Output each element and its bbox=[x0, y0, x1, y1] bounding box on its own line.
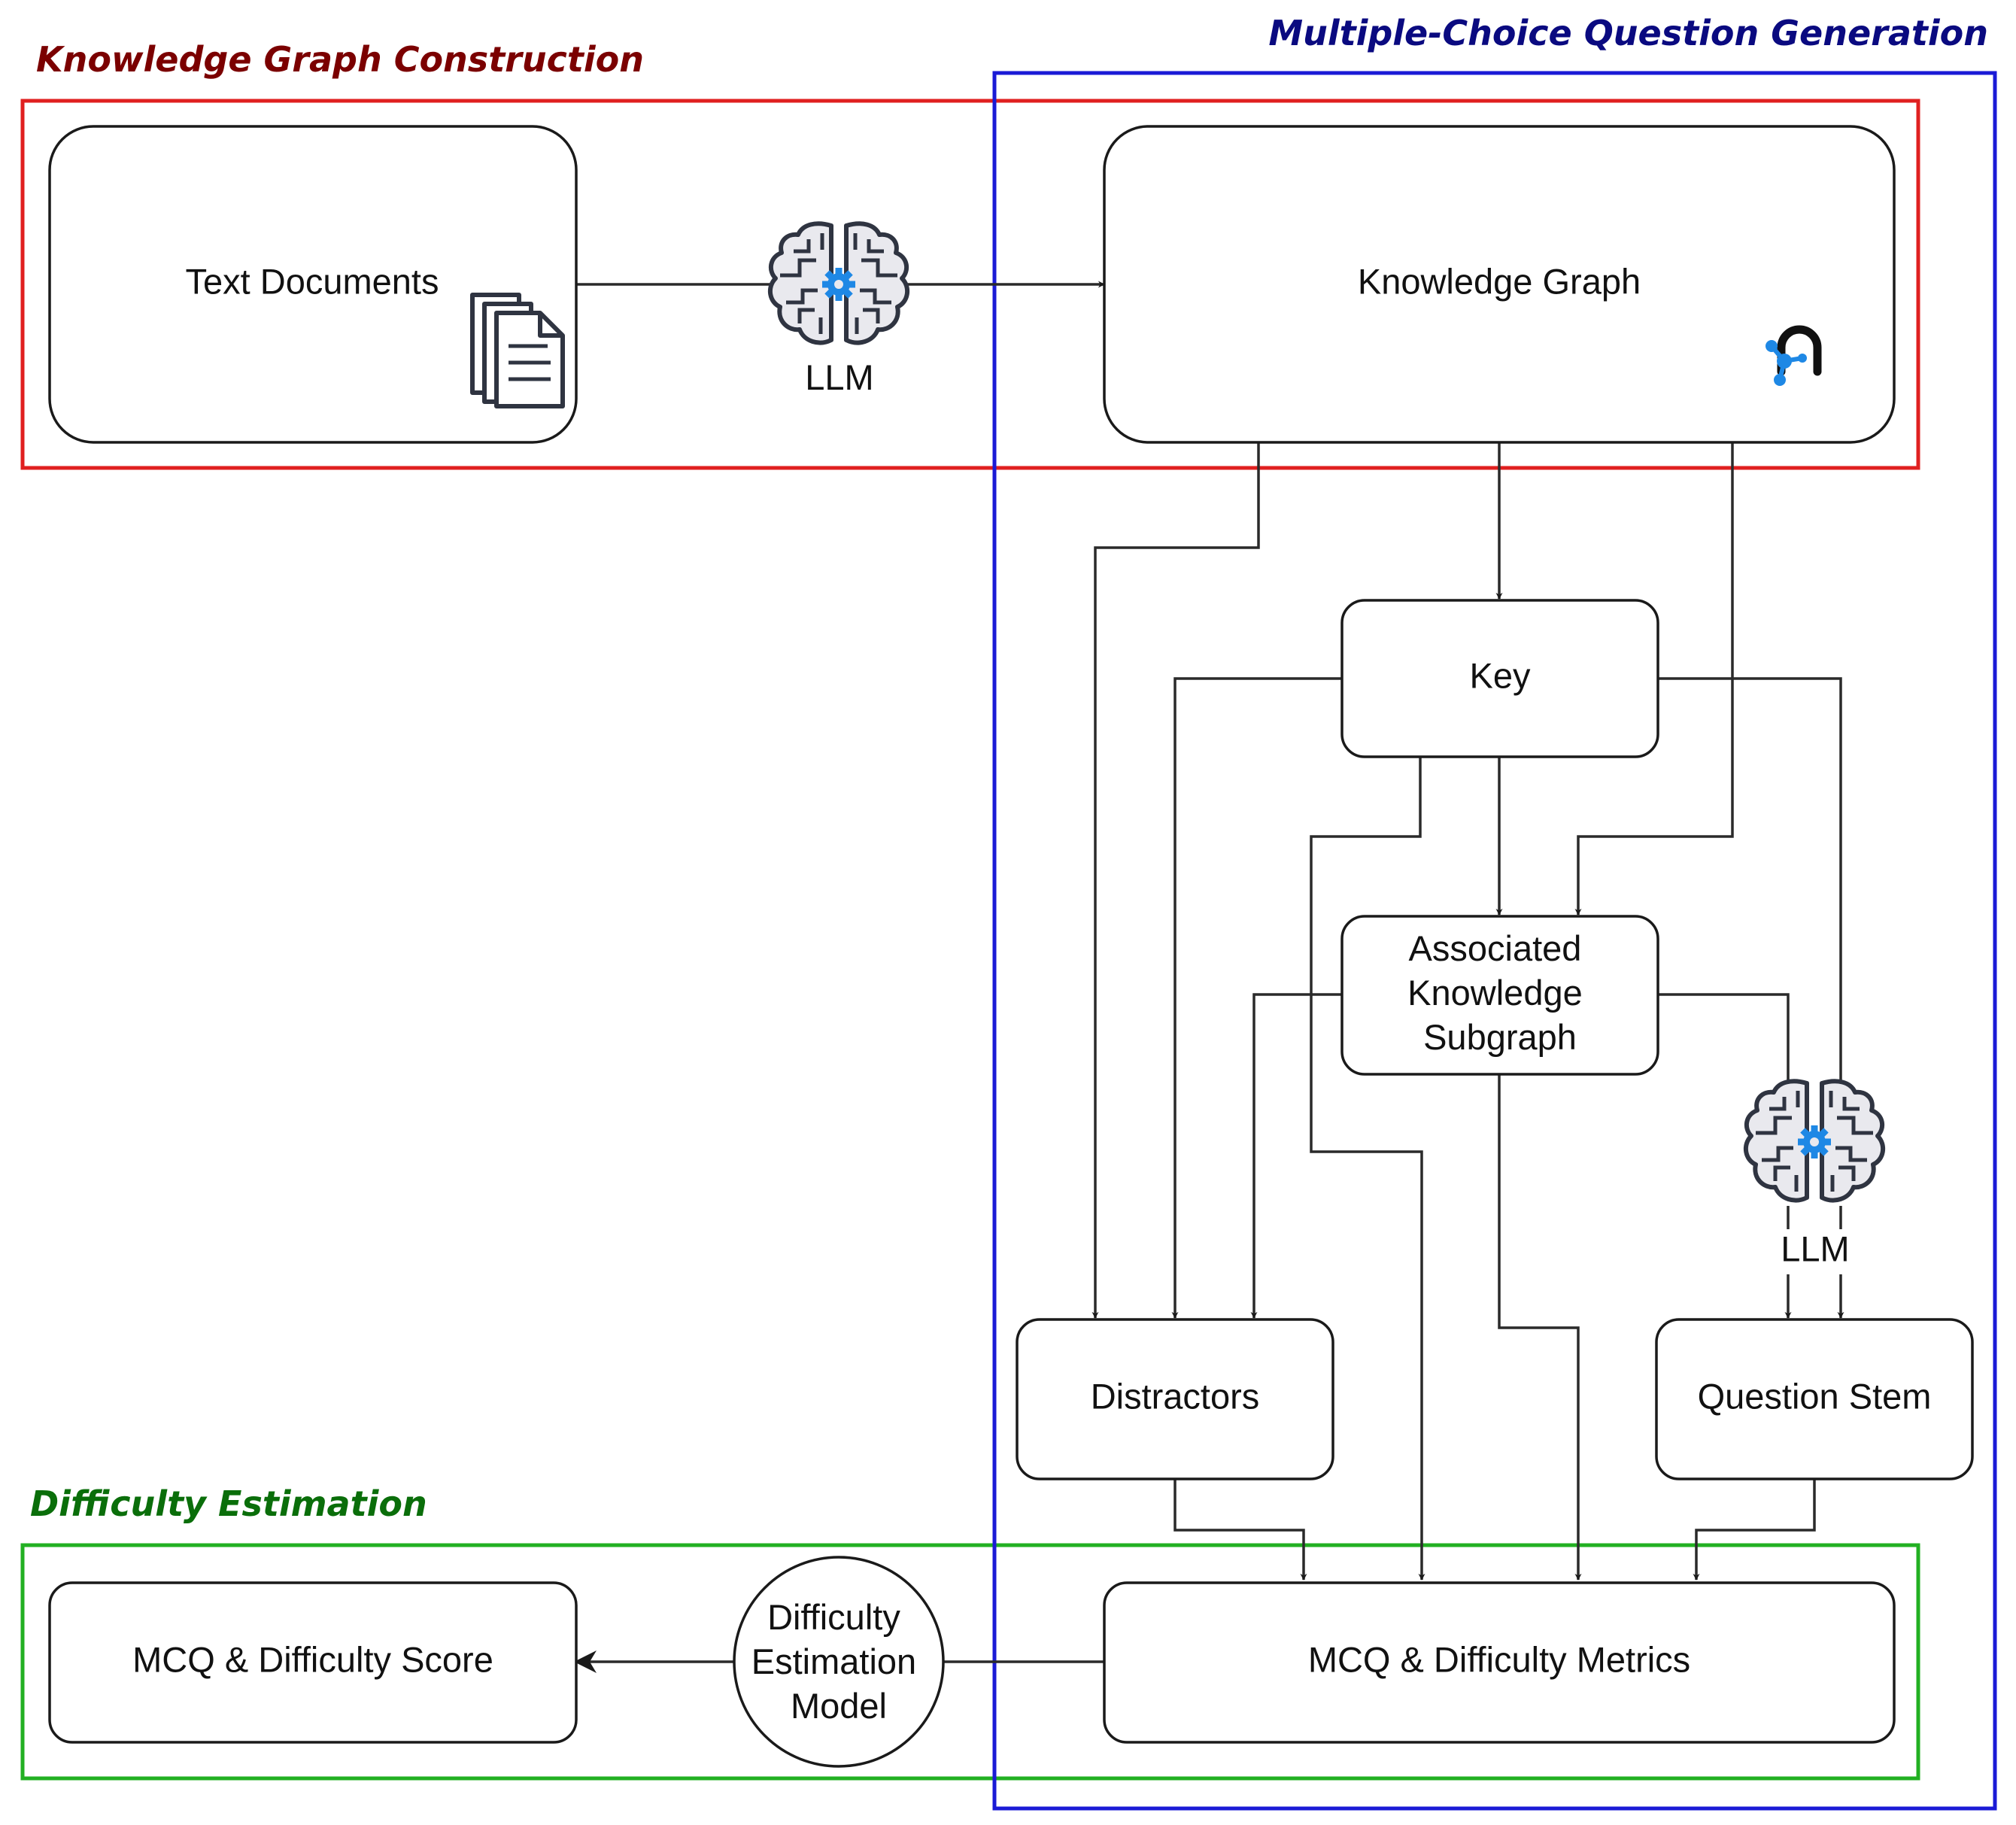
llm-brain-icon-right bbox=[1746, 1081, 1883, 1200]
llm-right-node: LLM bbox=[1746, 1081, 1883, 1273]
difficulty-model-line-2: Estimation bbox=[751, 1641, 916, 1681]
edge-kg-to-subgraph bbox=[1574, 442, 1734, 916]
edge-subgraph-to-metrics bbox=[1498, 1074, 1582, 1581]
key-node: Key bbox=[1340, 599, 1659, 758]
mcq-metrics-node: MCQ & Difficulty Metrics bbox=[1103, 1581, 1896, 1744]
distractors-label: Distractors bbox=[1091, 1376, 1260, 1416]
edge-distractors-to-metrics bbox=[1173, 1479, 1307, 1581]
mcq-score-node: MCQ & Difficulty Score bbox=[48, 1581, 578, 1744]
associated-subgraph-line-1: Associated bbox=[1409, 928, 1582, 968]
llm-right-label: LLM bbox=[1781, 1228, 1849, 1268]
llm-top-label: LLM bbox=[805, 357, 873, 397]
documents-icon bbox=[470, 293, 565, 408]
mcq-score-label: MCQ & Difficulty Score bbox=[132, 1639, 493, 1679]
edge-key-to-llm bbox=[1658, 677, 1842, 1087]
question-stem-label: Question Stem bbox=[1698, 1376, 1932, 1416]
mcq-generation-frame bbox=[992, 71, 1997, 1811]
graph-database-icon bbox=[1766, 325, 1822, 386]
associated-subgraph-label: Associated Knowledge Subgraph bbox=[1407, 928, 1592, 1057]
text-documents-node: Text Documents bbox=[48, 125, 578, 444]
difficulty-estimation-frame bbox=[20, 1543, 1920, 1781]
edge-stem-to-metrics bbox=[1693, 1479, 1816, 1581]
associated-subgraph-line-3: Subgraph bbox=[1423, 1017, 1577, 1057]
edge-subgraph-to-llm bbox=[1658, 993, 1790, 1087]
key-label: Key bbox=[1470, 655, 1531, 695]
edge-key-to-distractors bbox=[1171, 677, 1342, 1319]
associated-subgraph-line-2: Knowledge bbox=[1407, 973, 1583, 1013]
difficulty-estimation-title: Difficulty Estimation bbox=[30, 1483, 427, 1524]
llm-top-node: LLM bbox=[770, 223, 907, 397]
llm-right-label-bg bbox=[1775, 1231, 1854, 1273]
knowledge-graph-node: Knowledge Graph bbox=[1103, 125, 1896, 444]
kg-construction-title: Knowledge Graph Construction bbox=[36, 39, 644, 80]
kg-construction-frame bbox=[20, 99, 1920, 470]
text-documents-label: Text Documents bbox=[186, 261, 439, 301]
difficulty-model-node: Difficulty Estimation Model bbox=[733, 1556, 945, 1768]
edge-kg-to-distractors bbox=[1091, 442, 1260, 1319]
mcq-generation-title: Multiple-Choice Question Generation bbox=[1268, 13, 1988, 53]
edges bbox=[574, 281, 1844, 1673]
difficulty-model-line-3: Model bbox=[791, 1686, 887, 1726]
llm-brain-icon-top bbox=[770, 223, 907, 342]
knowledge-graph-label: Knowledge Graph bbox=[1358, 261, 1641, 301]
distractors-node: Distractors bbox=[1016, 1318, 1334, 1480]
difficulty-model-line-1: Difficulty bbox=[767, 1597, 900, 1637]
edge-subgraph-to-distractors bbox=[1250, 993, 1342, 1319]
difficulty-model-label: Difficulty Estimation Model bbox=[751, 1597, 926, 1726]
associated-subgraph-node: Associated Knowledge Subgraph bbox=[1340, 915, 1659, 1076]
mcq-metrics-label: MCQ & Difficulty Metrics bbox=[1308, 1639, 1690, 1679]
question-stem-node: Question Stem bbox=[1655, 1318, 1974, 1480]
